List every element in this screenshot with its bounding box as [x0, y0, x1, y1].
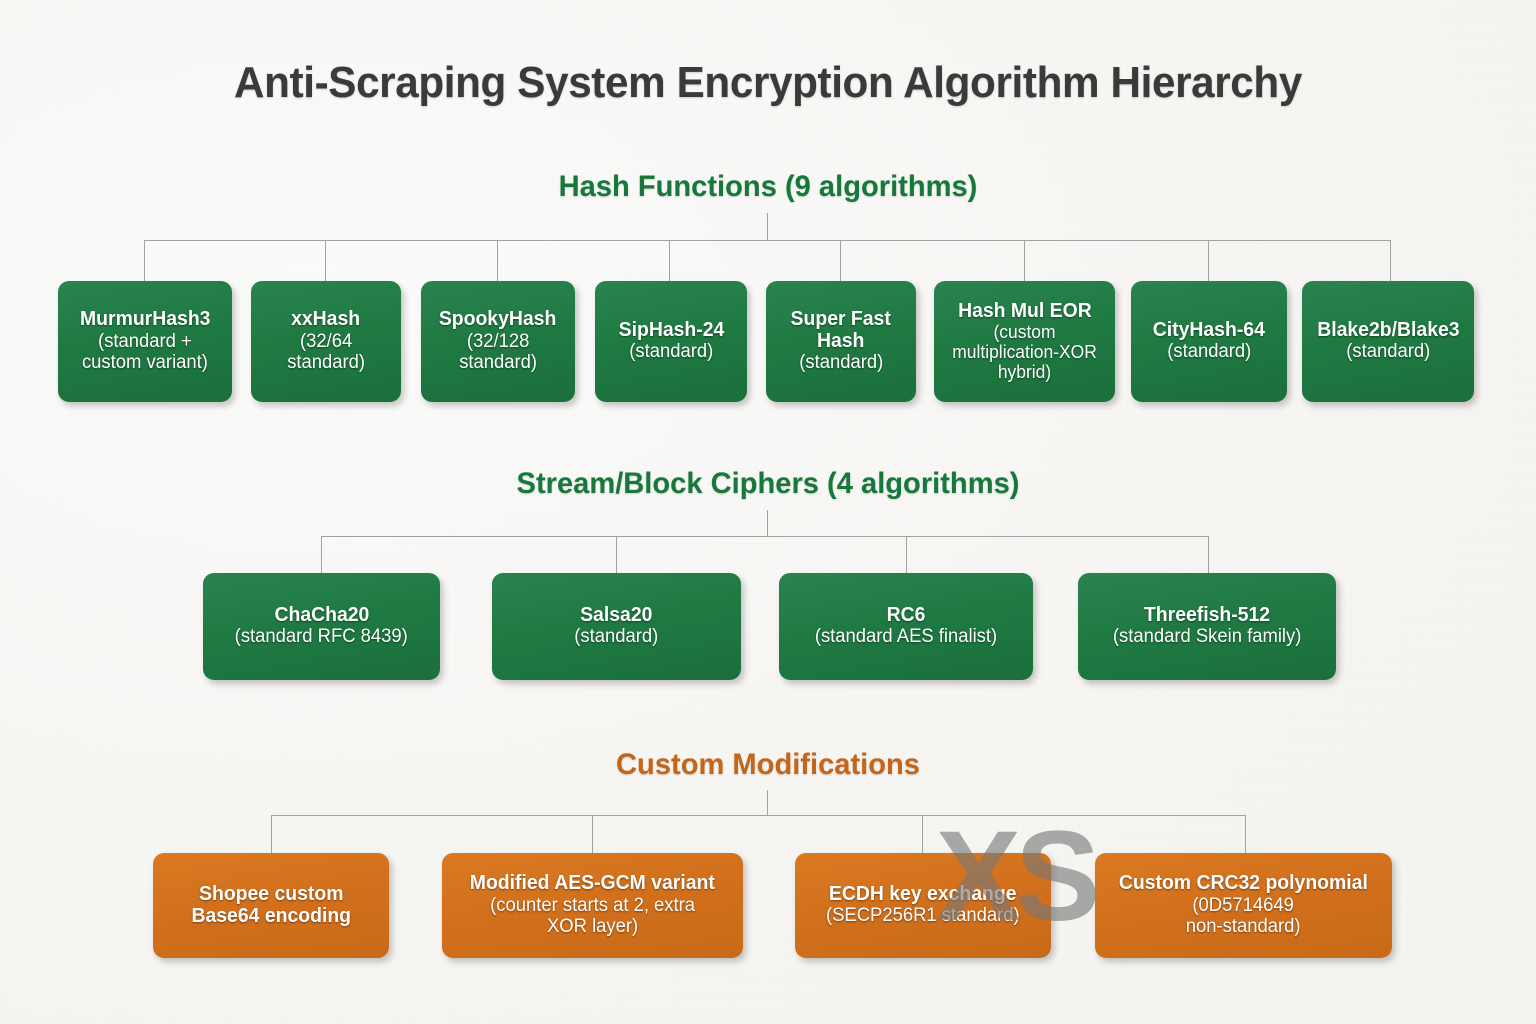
node-siphash-24[interactable]: SipHash-24 (standard)	[595, 281, 747, 402]
node-subtitle: (standard AES finalist)	[814, 626, 998, 648]
connector-drop-hash-1	[144, 240, 145, 281]
node-modified-aes-gcm[interactable]: Modified AES-GCM variant (counter starts…	[442, 853, 743, 958]
connector-drop-hash-2	[325, 240, 326, 281]
connector-drop-cipher-1	[321, 536, 322, 573]
connector-drop-custom-1	[271, 815, 272, 853]
connector-stem-ciphers	[767, 510, 768, 537]
connector-drop-hash-5	[840, 240, 841, 281]
section-header-stream-block-ciphers: Stream/Block Ciphers (4 algorithms)	[516, 467, 1020, 500]
connector-drop-custom-2	[592, 815, 593, 853]
connector-drop-hash-4	[669, 240, 670, 281]
node-murmurhash3[interactable]: MurmurHash3 (standard +custom variant)	[58, 281, 232, 402]
node-title: Salsa20	[580, 603, 653, 626]
node-subtitle: (standard)	[628, 341, 713, 363]
section-header-custom-modifications: Custom Modifications	[616, 748, 920, 781]
connector-bar-custom	[271, 815, 1246, 816]
connector-bar-hash	[144, 240, 1391, 241]
node-rc6[interactable]: RC6 (standard AES finalist)	[779, 573, 1033, 680]
node-subtitle: (standard)	[574, 626, 659, 648]
page-title: Anti-Scraping System Encryption Algorith…	[234, 58, 1302, 107]
node-title: Modified AES-GCM variant	[469, 872, 716, 895]
node-title: SpookyHash	[439, 308, 557, 331]
node-chacha20[interactable]: ChaCha20 (standard RFC 8439)	[203, 573, 440, 680]
node-title: ECDH key exchange	[829, 882, 1017, 905]
connector-drop-hash-7	[1208, 240, 1209, 281]
node-cityhash-64[interactable]: CityHash-64 (standard)	[1131, 281, 1287, 402]
node-title: xxHash	[291, 308, 361, 331]
connector-drop-cipher-3	[906, 536, 907, 573]
connector-bar-ciphers	[321, 536, 1209, 537]
node-title: SipHash-24	[618, 318, 724, 341]
node-title: Hash Mul EOR	[957, 299, 1092, 322]
connector-stem-hash	[767, 213, 768, 241]
node-title: Blake2b/Blake3	[1316, 318, 1460, 341]
node-threefish-512[interactable]: Threefish-512 (standard Skein family)	[1078, 573, 1336, 680]
node-subtitle: (SECP256R1 standard)	[826, 905, 1020, 927]
connector-drop-custom-4	[1245, 815, 1246, 853]
node-ecdh-key-exchange[interactable]: ECDH key exchange (SECP256R1 standard)	[795, 853, 1051, 958]
node-salsa20[interactable]: Salsa20 (standard)	[492, 573, 741, 680]
node-title: ChaCha20	[274, 603, 369, 626]
node-subtitle: (standard)	[1166, 341, 1251, 363]
connector-drop-cipher-4	[1208, 536, 1209, 573]
node-subtitle: (standard)	[798, 351, 883, 373]
node-blake2b-blake3[interactable]: Blake2b/Blake3 (standard)	[1302, 281, 1474, 402]
node-title: CityHash-64	[1152, 318, 1266, 341]
section-header-hash-functions: Hash Functions (9 algorithms)	[558, 170, 978, 203]
node-subtitle: (standard RFC 8439)	[234, 626, 409, 648]
node-subtitle: (standard Skein family)	[1112, 626, 1302, 648]
node-title: RC6	[886, 603, 926, 626]
connector-drop-cipher-2	[616, 536, 617, 573]
connector-drop-hash-8	[1390, 240, 1391, 281]
node-title: Threefish-512	[1143, 603, 1271, 626]
connector-drop-custom-3	[922, 815, 923, 853]
node-title: Custom CRC32 polynomial	[1118, 872, 1368, 895]
connector-drop-hash-3	[497, 240, 498, 281]
connector-stem-custom	[767, 790, 768, 816]
node-subtitle: (standard +custom variant)	[82, 330, 208, 373]
node-title: MurmurHash3	[79, 308, 211, 331]
node-subtitle: (standard)	[1345, 341, 1430, 363]
connector-drop-hash-6	[1024, 240, 1025, 281]
